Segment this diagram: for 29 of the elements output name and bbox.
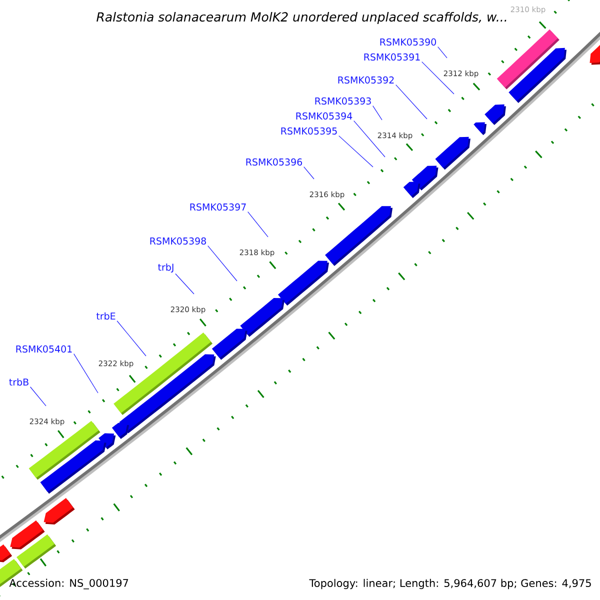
leader-line xyxy=(372,106,382,120)
leader-line xyxy=(248,211,268,238)
leader-line xyxy=(338,135,374,168)
gene-label: RSMK05390 xyxy=(380,38,436,46)
gene-label: RSMK05392 xyxy=(338,76,394,84)
gene-label: RSMK05391 xyxy=(364,53,420,61)
gene-label: RSMK05393 xyxy=(315,97,371,105)
leader-line xyxy=(396,84,428,120)
gene-label: RSMK05395 xyxy=(281,127,337,135)
gene-label: RSMK05396 xyxy=(246,158,302,166)
leader-line xyxy=(354,120,386,158)
leader-line xyxy=(208,245,238,282)
gene-label: trbJ xyxy=(158,263,174,273)
gene-label: RSMK05394 xyxy=(296,112,352,120)
leader-line xyxy=(116,320,146,356)
gene-label: trbE xyxy=(96,312,116,320)
leader-line xyxy=(438,46,448,58)
leader-line xyxy=(304,166,314,180)
title: Ralstonia solanacearum MolK2 unordered unplaced scaffolds, w... xyxy=(96,12,506,24)
gene-label: RSMK05398 xyxy=(150,237,206,245)
gene-label: trbB xyxy=(9,378,28,386)
leader-line xyxy=(30,386,46,406)
gene-label: RSMK05397 xyxy=(190,203,246,211)
leader-line xyxy=(175,273,194,294)
leader-line xyxy=(74,354,98,394)
footer-text: Accession: NS_000197 xyxy=(9,578,128,590)
leader-line xyxy=(422,61,454,94)
gene-label: RSMK05401 xyxy=(16,345,72,353)
footer-text: Topology: linear; Length: 5,964,607 bp; Genes: 4,975 xyxy=(309,578,591,590)
